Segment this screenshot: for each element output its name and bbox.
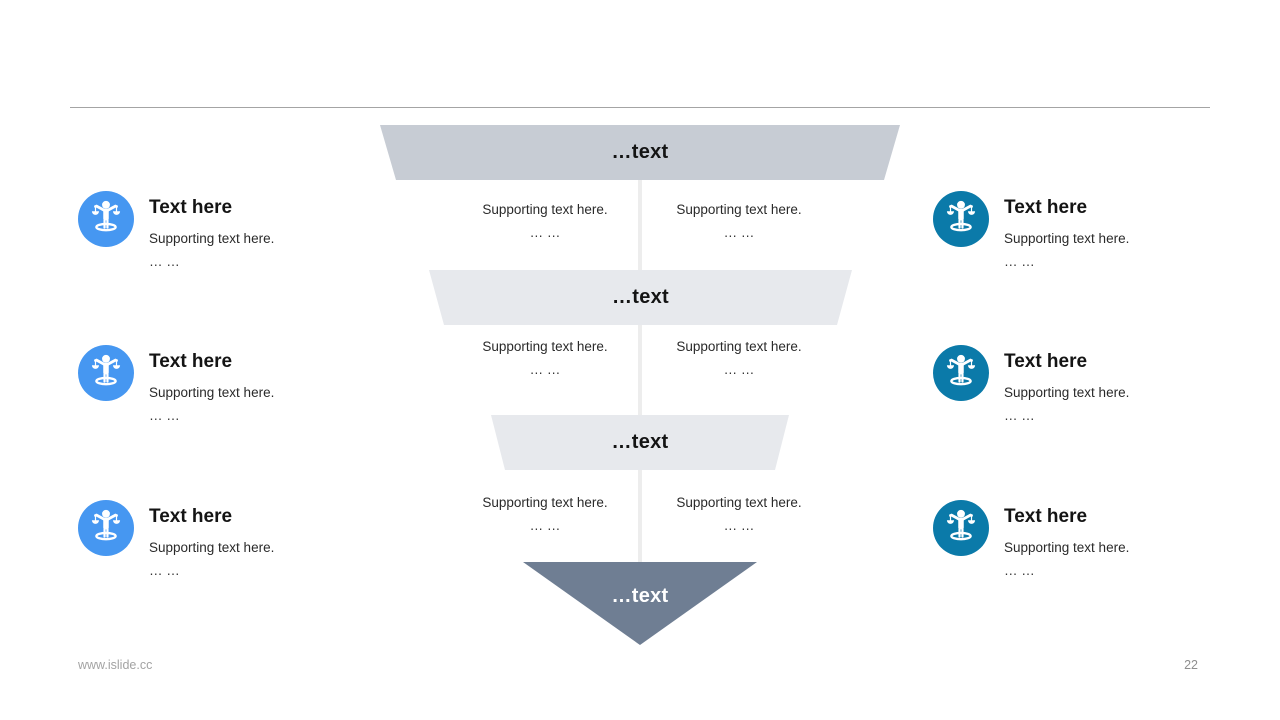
side-item-left-3: Text here Supporting text here. … … [78, 500, 378, 600]
item-subtext: Supporting text here. [149, 540, 275, 555]
supporting-text: Supporting text here. [482, 202, 608, 217]
supporting-ellipsis: … … [723, 518, 755, 533]
person-with-scales-icon [78, 500, 134, 556]
item-ellipsis: … … [1004, 408, 1035, 423]
person-with-scales-icon [933, 500, 989, 556]
funnel-stage-1: …text [380, 125, 900, 180]
item-ellipsis: … … [149, 563, 180, 578]
supporting-ellipsis: … … [529, 225, 561, 240]
item-subtext: Supporting text here. [149, 231, 275, 246]
item-subtext: Supporting text here. [1004, 540, 1130, 555]
supporting-text-cell: Supporting text here. … … [644, 339, 834, 377]
supporting-ellipsis: … … [529, 518, 561, 533]
side-item-left-1: Text here Supporting text here. … … [78, 191, 378, 291]
page-number: 22 [1184, 658, 1198, 672]
supporting-text-cell: Supporting text here. … … [644, 495, 834, 533]
side-item-right-1: Text here Supporting text here. … … [933, 191, 1233, 291]
funnel-stage-4: …text [523, 562, 757, 645]
funnel-stage-2: …text [429, 270, 852, 325]
side-item-left-2: Text here Supporting text here. … … [78, 345, 378, 445]
supporting-text-cell: Supporting text here. … … [450, 202, 640, 240]
side-item-right-2: Text here Supporting text here. … … [933, 345, 1233, 445]
person-with-scales-icon [933, 345, 989, 401]
item-ellipsis: … … [1004, 254, 1035, 269]
item-title: Text here [1004, 351, 1088, 372]
item-title: Text here [149, 197, 233, 218]
item-subtext: Supporting text here. [1004, 231, 1130, 246]
supporting-ellipsis: … … [723, 362, 755, 377]
supporting-ellipsis: … … [529, 362, 561, 377]
funnel-stage-1-label: …text [611, 141, 669, 163]
item-title: Text here [1004, 197, 1088, 218]
supporting-text-cell: Supporting text here. … … [450, 339, 640, 377]
supporting-text: Supporting text here. [676, 339, 802, 354]
supporting-text: Supporting text here. [482, 495, 608, 510]
supporting-ellipsis: … … [723, 225, 755, 240]
funnel-stage-3: …text [491, 415, 789, 470]
top-divider-line [70, 107, 1210, 108]
funnel-stage-4-label: …text [611, 585, 669, 607]
item-title: Text here [149, 506, 233, 527]
supporting-text: Supporting text here. [482, 339, 608, 354]
item-ellipsis: … … [149, 254, 180, 269]
item-ellipsis: … … [1004, 563, 1035, 578]
supporting-text-cell: Supporting text here. … … [450, 495, 640, 533]
funnel-center-line [638, 178, 642, 568]
person-with-scales-icon [933, 191, 989, 247]
side-item-right-3: Text here Supporting text here. … … [933, 500, 1233, 600]
funnel-stage-2-label: …text [611, 286, 670, 308]
person-with-scales-icon [78, 345, 134, 401]
person-with-scales-icon [78, 191, 134, 247]
footer-url: www.islide.cc [78, 658, 153, 672]
supporting-text-cell: Supporting text here. … … [644, 202, 834, 240]
item-title: Text here [1004, 506, 1088, 527]
supporting-text: Supporting text here. [676, 495, 802, 510]
item-title: Text here [149, 351, 233, 372]
funnel-stage-3-label: …text [611, 431, 669, 453]
item-subtext: Supporting text here. [1004, 385, 1130, 400]
supporting-text: Supporting text here. [676, 202, 802, 217]
item-subtext: Supporting text here. [149, 385, 275, 400]
item-ellipsis: … … [149, 408, 180, 423]
